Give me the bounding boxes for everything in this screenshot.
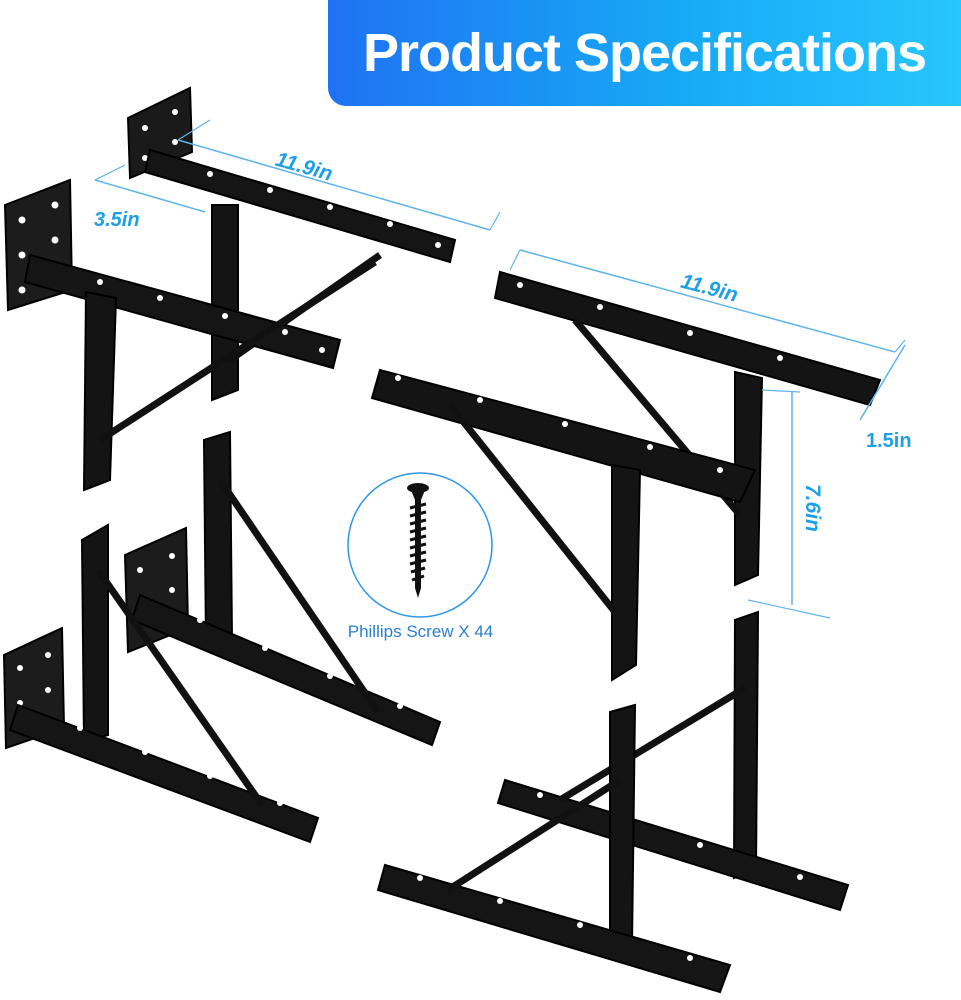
label-length-top-left: 11.9in	[273, 148, 335, 186]
bracket-bottom-right-front	[376, 703, 732, 994]
title-banner: Product Specifications	[328, 0, 961, 106]
bracket-top-right-front	[370, 368, 757, 682]
screw-icon	[407, 483, 429, 598]
dimension-height-right: 7.6in	[747, 389, 831, 619]
bracket-bottom-right-back	[496, 610, 850, 912]
label-height-right: 7.6in	[801, 484, 824, 532]
bracket-top-left-front	[3, 178, 377, 492]
dimension-width-left: 3.5in	[94, 164, 206, 231]
dimension-thickness-right: 1.5in	[859, 344, 912, 452]
bracket-bottom-left-front	[2, 523, 320, 844]
label-width-left: 3.5in	[94, 209, 140, 231]
banner-title: Product Specifications	[362, 23, 927, 83]
screw-callout	[347, 472, 493, 618]
label-thickness-right: 1.5in	[866, 430, 912, 452]
bracket-bottom-left-back	[123, 430, 442, 747]
screw-label: Phillips Screw X 44	[347, 622, 494, 641]
